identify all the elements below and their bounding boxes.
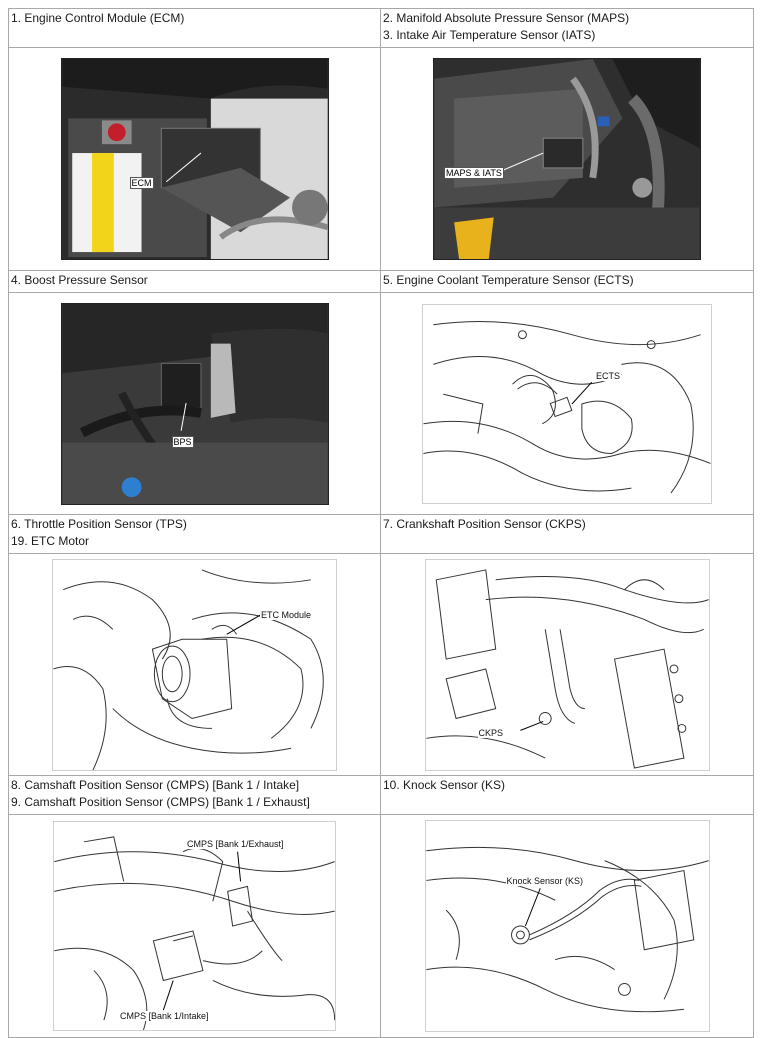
caption-maps-iats: 2. Manifold Absolute Pressure Sensor (MA… xyxy=(380,8,754,48)
image-row-3: ETC Module xyxy=(8,553,754,776)
ckps-callout: CKPS xyxy=(477,727,505,738)
image-row-4: CMPS [Bank 1/Exhaust] CMPS [Bank 1/Intak… xyxy=(8,814,754,1038)
sensor-location-table: 1. Engine Control Module (ECM) 2. Manifo… xyxy=(8,8,754,1038)
cmps-intake-callout: CMPS [Bank 1/Intake] xyxy=(119,1011,210,1021)
ects-callout: ECTS xyxy=(595,370,622,381)
caption-line: 10. Knock Sensor (KS) xyxy=(383,778,506,792)
caption-line: 3. Intake Air Temperature Sensor (IATS) xyxy=(383,28,596,42)
caption-ects: 5. Engine Coolant Temperature Sensor (EC… xyxy=(380,270,754,293)
ects-drawing-art xyxy=(423,320,711,493)
ecm-photo: ECM xyxy=(60,58,329,260)
etc-drawing-art xyxy=(53,568,324,770)
caption-line: 19. ETC Motor xyxy=(11,534,90,548)
image-cell-ecm: ECM xyxy=(8,47,381,271)
caption-line: 4. Boost Pressure Sensor xyxy=(11,273,148,287)
etc-drawing: ETC Module xyxy=(52,558,337,771)
caption-cmps: 8. Camshaft Position Sensor (CMPS) [Bank… xyxy=(8,775,381,815)
bps-photo: BPS xyxy=(60,302,329,505)
header-row-2: 4. Boost Pressure Sensor 5. Engine Coola… xyxy=(8,270,754,293)
ckps-drawing-art xyxy=(425,568,709,769)
image-cell-ects: ECTS xyxy=(380,292,754,515)
image-row-1: ECM MAPS & IATS xyxy=(8,47,754,271)
bps-photo-art xyxy=(61,303,328,504)
maps-iats-photo: MAPS & IATS xyxy=(433,58,701,260)
image-cell-tps-etc: ETC Module xyxy=(8,553,381,776)
caption-bps: 4. Boost Pressure Sensor xyxy=(8,270,381,293)
cmps-drawing: CMPS [Bank 1/Exhaust] CMPS [Bank 1/Intak… xyxy=(53,821,336,1031)
ks-drawing-art xyxy=(425,846,709,1013)
image-cell-ks: Knock Sensor (KS) xyxy=(380,814,754,1038)
caption-ks: 10. Knock Sensor (KS) xyxy=(380,775,754,815)
cmps-drawing-art xyxy=(54,836,335,1030)
caption-ecm: 1. Engine Control Module (ECM) xyxy=(8,8,381,48)
ecm-callout: ECM xyxy=(129,177,154,189)
ects-drawing: ECTS xyxy=(422,303,712,504)
header-row-1: 1. Engine Control Module (ECM) 2. Manifo… xyxy=(8,8,754,48)
caption-line: 9. Camshaft Position Sensor (CMPS) [Bank… xyxy=(11,795,310,809)
caption-line: 5. Engine Coolant Temperature Sensor (EC… xyxy=(383,273,634,287)
maps-iats-callout: MAPS & IATS xyxy=(444,167,504,179)
header-row-3: 6. Throttle Position Sensor (TPS) 19. ET… xyxy=(8,514,754,554)
ks-callout: Knock Sensor (KS) xyxy=(505,876,585,886)
image-cell-bps: BPS xyxy=(8,292,381,515)
image-row-2: BPS xyxy=(8,292,754,515)
header-row-4: 8. Camshaft Position Sensor (CMPS) [Bank… xyxy=(8,775,754,815)
etc-module-callout: ETC Module xyxy=(260,609,313,620)
image-cell-cmps: CMPS [Bank 1/Exhaust] CMPS [Bank 1/Intak… xyxy=(8,814,381,1038)
cmps-exhaust-callout: CMPS [Bank 1/Exhaust] xyxy=(186,839,285,849)
caption-line: 6. Throttle Position Sensor (TPS) xyxy=(11,517,187,531)
image-cell-ckps: CKPS xyxy=(380,553,754,776)
maps-iats-photo-art xyxy=(434,59,700,259)
caption-tps-etc: 6. Throttle Position Sensor (TPS) 19. ET… xyxy=(8,514,381,554)
caption-line: 8. Camshaft Position Sensor (CMPS) [Bank… xyxy=(11,778,300,792)
ks-drawing: Knock Sensor (KS) xyxy=(424,820,710,1032)
ckps-drawing: CKPS xyxy=(424,558,710,771)
ecm-photo-art xyxy=(61,59,328,259)
caption-line: 1. Engine Control Module (ECM) xyxy=(11,11,185,25)
caption-line: 2. Manifold Absolute Pressure Sensor (MA… xyxy=(383,11,630,25)
image-cell-maps-iats: MAPS & IATS xyxy=(380,47,754,271)
caption-ckps: 7. Crankshaft Position Sensor (CKPS) xyxy=(380,514,754,554)
bps-callout: BPS xyxy=(171,435,194,448)
caption-line: 7. Crankshaft Position Sensor (CKPS) xyxy=(383,517,586,531)
